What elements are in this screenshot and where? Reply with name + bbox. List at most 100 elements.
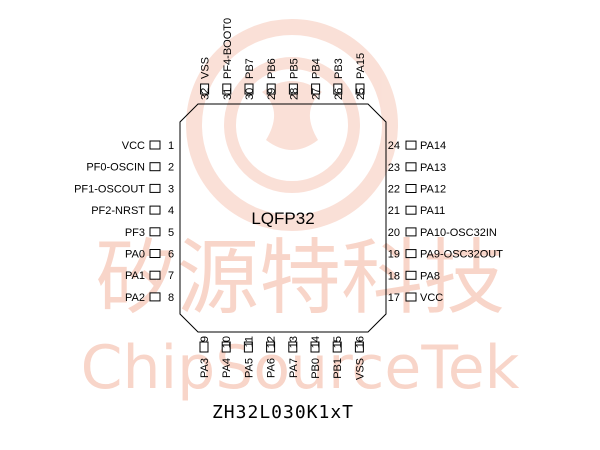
pin-pad xyxy=(405,292,417,302)
pin-label: PA6 xyxy=(266,358,278,378)
pin-label: PA8 xyxy=(420,270,440,282)
pin-number: 16 xyxy=(354,336,366,348)
pin-label: PB6 xyxy=(266,58,278,79)
pin-number: 2 xyxy=(168,162,174,174)
pin: 21 PA11 xyxy=(388,205,446,217)
pin-pad xyxy=(405,162,417,172)
pin-number: 14 xyxy=(310,336,322,348)
pin-number: 12 xyxy=(266,336,278,348)
pin-number: 13 xyxy=(288,336,300,348)
pin-number: 32 xyxy=(200,88,212,100)
pin-label: VSS xyxy=(200,57,212,79)
watermark: 矽源特科技 ChipSourceTek xyxy=(81,19,520,403)
pin-pad xyxy=(149,270,161,280)
pin-pad xyxy=(149,183,161,193)
pin-pad xyxy=(221,341,231,353)
pin-number: 4 xyxy=(168,205,174,217)
pin-label: PA9-OSC32OUT xyxy=(420,249,503,261)
pin-label: VCC xyxy=(122,140,145,152)
pin-label: PA3 xyxy=(199,358,211,378)
pin-number: 27 xyxy=(311,88,323,100)
pin-label: PB3 xyxy=(333,58,345,79)
pin-number: 29 xyxy=(266,88,278,100)
pin-label: PA11 xyxy=(420,205,445,217)
pin: PB6 29 xyxy=(266,58,278,100)
pin: 17 VCC xyxy=(388,292,444,304)
pin-pad xyxy=(222,83,232,95)
watermark-chinese-text: 矽源特科技 xyxy=(95,231,505,326)
pin-pad xyxy=(405,140,417,150)
pin-pad xyxy=(200,83,210,95)
pin: PA0 6 xyxy=(125,249,174,261)
pin-pad xyxy=(149,205,161,215)
pin-label: PF4-BOOT0 xyxy=(222,18,234,79)
pin-label: PA14 xyxy=(420,140,446,152)
package-name: LQFP32 xyxy=(251,209,314,228)
pin-number: 24 xyxy=(388,140,400,152)
pin-pad xyxy=(405,205,417,215)
pin-label: PB5 xyxy=(288,58,300,79)
pin-label: PA0 xyxy=(125,249,145,261)
pin-label: PA2 xyxy=(125,292,145,304)
pin: 18 PA8 xyxy=(388,270,440,282)
pin-label: PB0 xyxy=(310,358,322,379)
pin: PF3 5 xyxy=(125,227,174,239)
pin-label: PA1 xyxy=(125,270,145,282)
part-number: ZH32L030K1xT xyxy=(212,402,354,423)
pin: PF4-BOOT0 31 xyxy=(222,18,234,100)
pin-label: PA5 xyxy=(243,358,255,378)
pin: VCC 1 xyxy=(122,140,174,152)
pin-number: 10 xyxy=(221,336,233,348)
pin-number: 22 xyxy=(388,184,400,196)
pin: 24 PA14 xyxy=(388,140,446,152)
pin-number: 30 xyxy=(244,88,256,100)
pin-pad xyxy=(405,249,417,259)
pin-pad xyxy=(149,227,161,237)
pin-number: 9 xyxy=(199,336,211,342)
pin-number: 25 xyxy=(355,88,367,100)
pin-pad xyxy=(405,227,417,237)
pin-pad xyxy=(355,83,365,95)
pin-label: PA15 xyxy=(355,53,367,79)
pin-pad xyxy=(405,270,417,280)
pin-pad xyxy=(149,140,161,150)
pin-pad xyxy=(354,341,364,353)
pin-number: 1 xyxy=(168,140,174,152)
pin-number: 31 xyxy=(222,88,234,100)
pin-number: 5 xyxy=(168,227,174,239)
pin-number: 28 xyxy=(288,88,300,100)
pin-pad xyxy=(266,83,276,95)
pin-label: VSS xyxy=(354,358,366,380)
pin-label: PF3 xyxy=(125,227,145,239)
pin-number: 19 xyxy=(388,249,400,261)
pin-pad xyxy=(332,341,342,353)
pin: PA1 7 xyxy=(125,270,174,282)
pin-label: PB1 xyxy=(332,358,344,379)
pin-number: 6 xyxy=(168,249,174,261)
watermark-english-text: ChipSourceTek xyxy=(81,333,520,403)
pin-label: VCC xyxy=(420,292,443,304)
pin-number: 7 xyxy=(168,270,174,282)
pin-pad xyxy=(266,341,276,353)
pin-number: 21 xyxy=(388,205,400,217)
pin-pad xyxy=(244,83,254,95)
pin-pad xyxy=(311,83,321,95)
pin-number: 17 xyxy=(388,292,400,304)
pin-number: 11 xyxy=(243,336,255,347)
pin-number: 18 xyxy=(388,270,400,282)
pin-pad xyxy=(149,162,161,172)
